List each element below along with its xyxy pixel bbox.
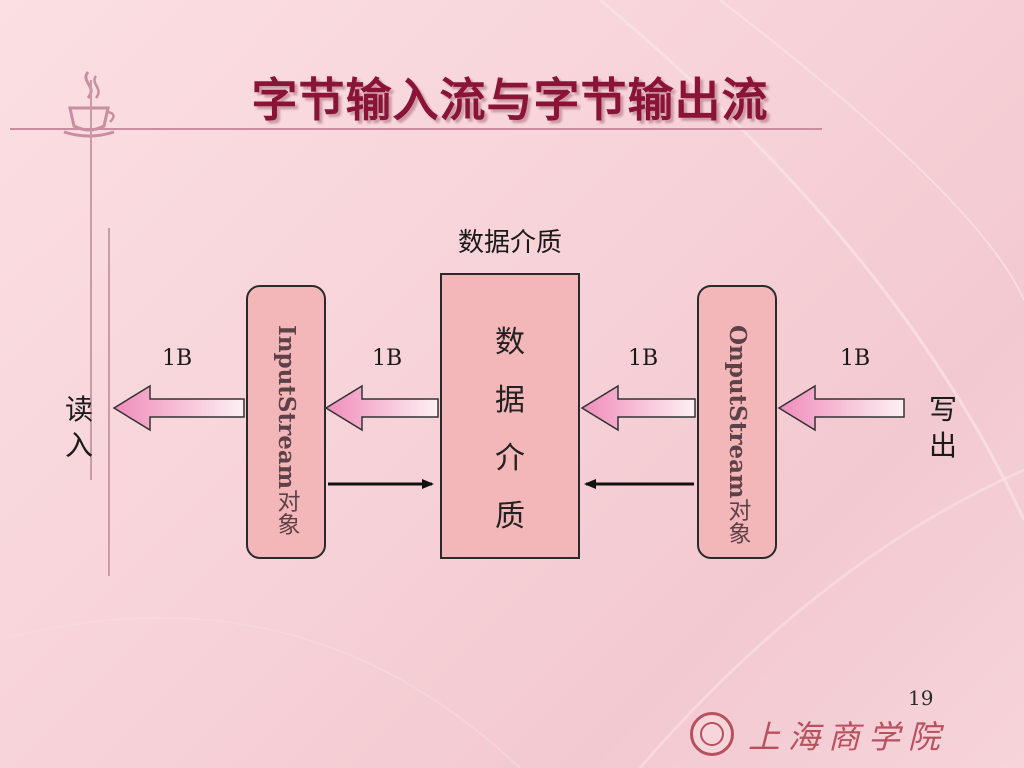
byte-arrow-input xyxy=(324,384,439,432)
input-stream-label: InputStream对象 xyxy=(269,325,303,535)
byte-arrow-write xyxy=(777,384,905,432)
byte-label: 1B xyxy=(162,346,193,371)
write-label: 写出 xyxy=(928,393,957,462)
output-stream-label: OnputStream对象 xyxy=(720,325,754,544)
read-boundary-line xyxy=(108,228,110,576)
decorative-vertical-line xyxy=(90,80,92,480)
input-stream-name: InputStream xyxy=(273,325,300,490)
output-stream-box: OnputStream对象 xyxy=(697,285,777,559)
medium-char: 质 xyxy=(495,499,525,534)
input-stream-suffix: 对象 xyxy=(273,489,299,536)
output-stream-name: OnputStream xyxy=(724,325,751,499)
medium-caption: 数据介质 xyxy=(457,228,562,258)
school-name: 上海商学院 xyxy=(748,718,949,756)
title-underline xyxy=(10,128,822,130)
read-label: 读入 xyxy=(64,393,93,462)
byte-label: 1B xyxy=(372,346,403,371)
data-medium-box: 数 据 介 质 xyxy=(440,273,580,559)
byte-arrow-read xyxy=(112,384,245,432)
byte-label: 1B xyxy=(628,346,659,371)
byte-label: 1B xyxy=(840,346,871,371)
medium-char: 数 xyxy=(495,325,525,360)
slide-title: 字节输入流与字节输出流 xyxy=(251,73,769,127)
page-number: 19 xyxy=(908,686,934,710)
output-stream-suffix: 对象 xyxy=(724,498,750,545)
byte-arrow-output xyxy=(580,384,696,432)
medium-char: 介 xyxy=(495,441,525,476)
input-stream-box: InputStream对象 xyxy=(246,285,326,559)
medium-char: 据 xyxy=(495,383,525,418)
school-seal-icon xyxy=(690,712,734,756)
